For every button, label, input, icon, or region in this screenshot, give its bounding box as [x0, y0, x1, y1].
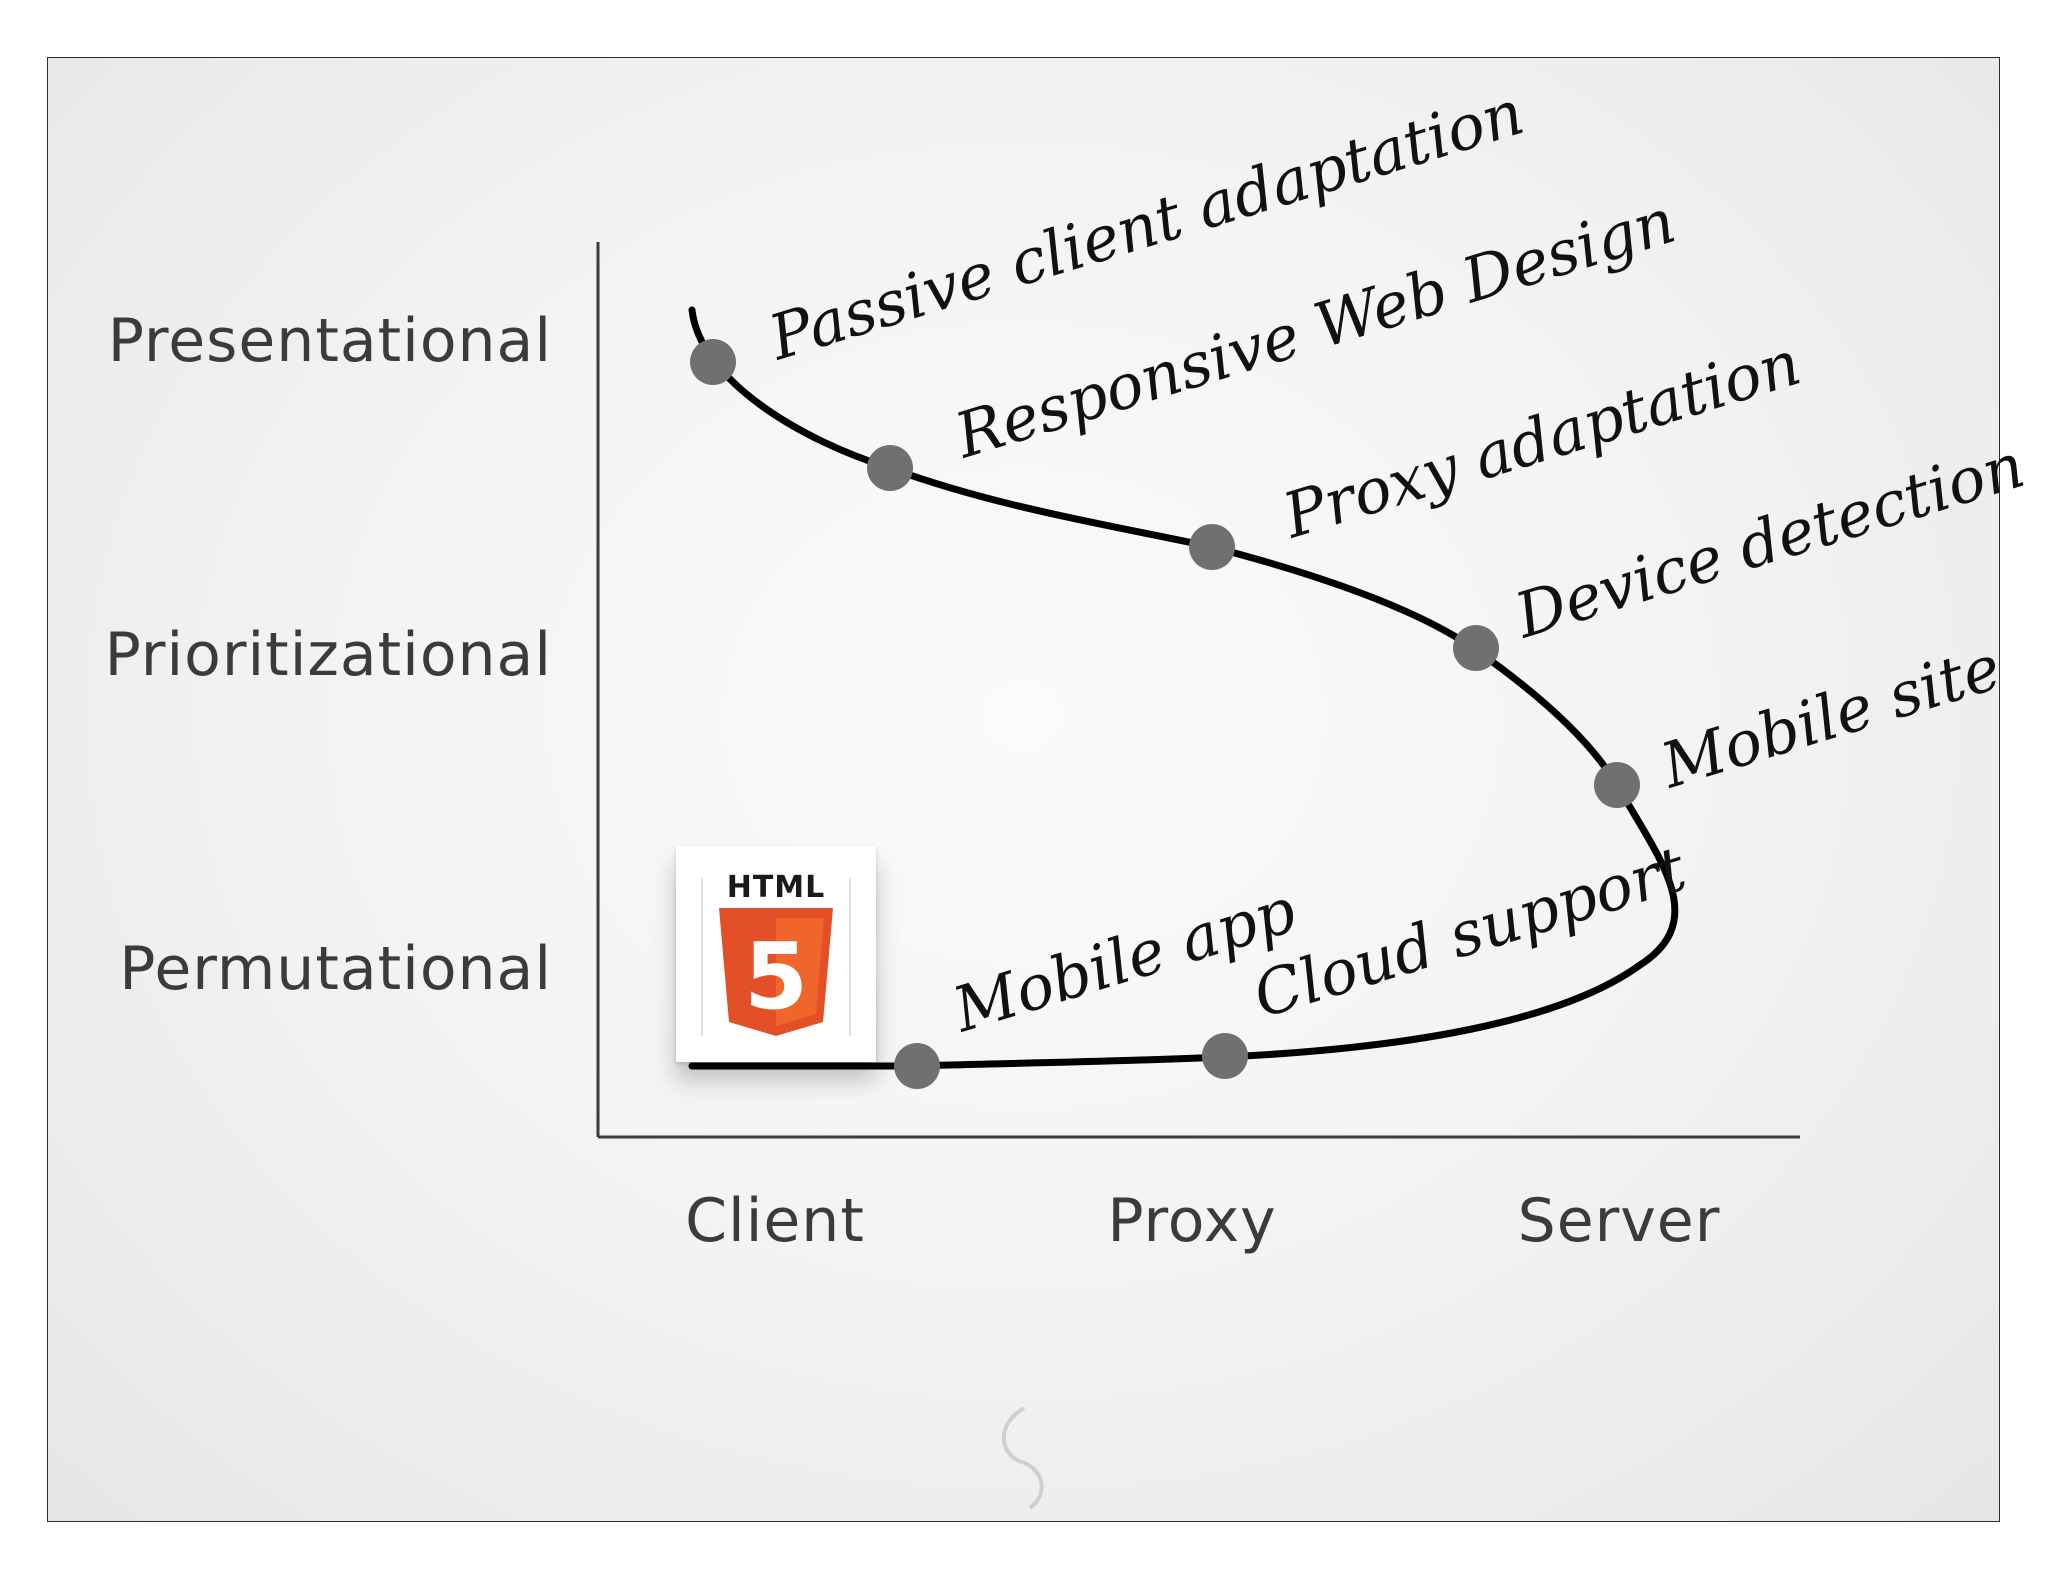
html5-shield-icon: 5 — [701, 878, 851, 1036]
html5-logo: HTML 5 — [676, 846, 876, 1062]
y-label-prioritizational: Prioritizational — [104, 620, 552, 690]
html5-shield-right — [776, 918, 824, 1026]
slide-frame — [47, 57, 2000, 1522]
marker-responsive-web-design — [867, 445, 913, 491]
x-label-server: Server — [1517, 1186, 1721, 1256]
y-label-permutational: Permutational — [119, 934, 552, 1004]
marker-device-detection — [1453, 625, 1499, 671]
y-label-presentational: Presentational — [107, 306, 552, 376]
marker-mobile-site — [1594, 762, 1640, 808]
x-label-proxy: Proxy — [1107, 1186, 1277, 1256]
x-label-client: Client — [685, 1186, 865, 1256]
label-mobile-app: Mobile app — [944, 873, 1304, 1046]
marker-passive-client-adaptation — [690, 339, 736, 385]
footer-swirl-icon — [1001, 1406, 1044, 1510]
marker-proxy-adaptation — [1189, 524, 1235, 570]
marker-mobile-app — [894, 1043, 940, 1089]
label-mobile-site: Mobile site — [1652, 630, 2009, 802]
html5-five: 5 — [744, 923, 808, 1030]
html5-logo-text: HTML — [726, 870, 826, 905]
label-cloud-support: Cloud support — [1245, 832, 1694, 1033]
marker-cloud-support — [1202, 1033, 1248, 1079]
